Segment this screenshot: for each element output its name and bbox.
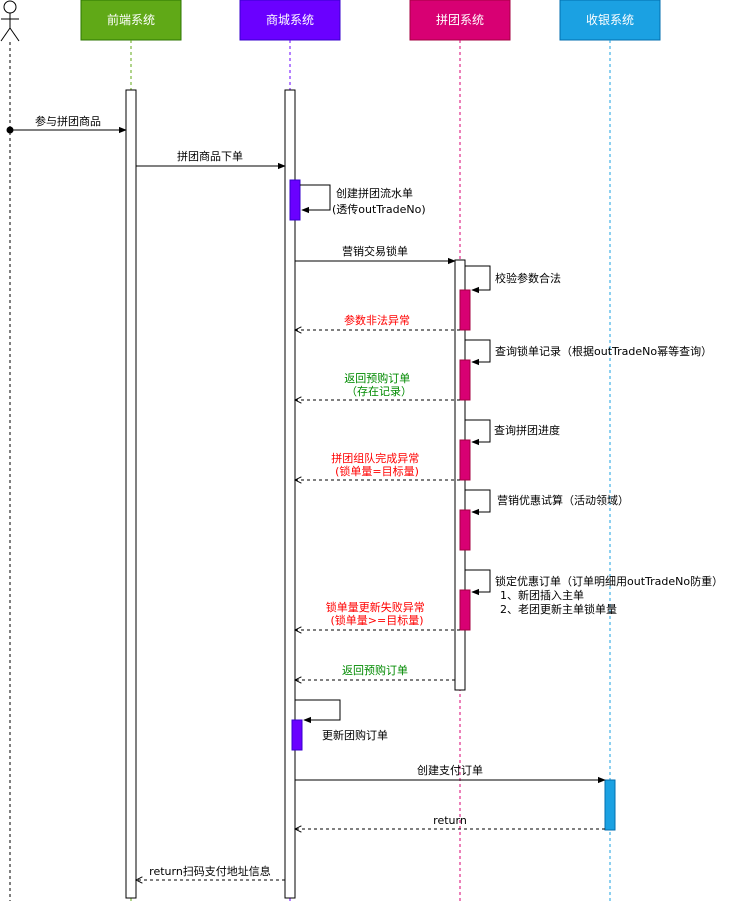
activation-cashier [604, 779, 616, 831]
participant-frontend-label: 前端系统 [107, 12, 155, 27]
message-create-flow-label: 创建拼团流水单 (透传outTradeNo) [332, 186, 426, 216]
activation-groupbuy-query-lock [459, 359, 471, 401]
participant-cashier: 收银系统 [559, 0, 661, 901]
participant-cashier-box [559, 0, 661, 41]
message-payment-return-label: return [433, 814, 467, 827]
participant-mall-label: 商城系统 [266, 12, 314, 27]
participant-mall-box [239, 0, 341, 41]
activation-groupbuy-trial [459, 509, 471, 551]
message-discount-trial-label: 营销优惠试算（活动领域） [497, 493, 629, 507]
message-validate-arrow [465, 265, 491, 294]
stick-figure-actor-icon [0, 0, 20, 42]
message-return-preorder-exists-label: 返回预购订单 （存在记录） [344, 371, 414, 398]
message-return-preorder-label: 返回预购订单 [342, 663, 408, 677]
message-update-order-arrow [295, 699, 341, 724]
participant-groupbuy-label: 拼团系统 [436, 13, 484, 27]
message-create-payment-label: 创建支付订单 [417, 763, 483, 777]
activation-groupbuy-validate [459, 289, 471, 331]
participant-mall: 商城系统 [239, 0, 341, 901]
activation-mall [284, 89, 296, 899]
message-update-order-label: 更新团购订单 [322, 728, 388, 742]
message-join-group-label: 参与拼团商品 [35, 114, 101, 128]
message-lock-update-error-label: 锁单量更新失败异常 (锁单量>=目标量) [326, 600, 429, 627]
message-lock-discount-label: 锁定优惠订单（订单明细用outTradeNo防重） 1、新团插入主单 2、老团更… [495, 574, 727, 616]
message-group-full-error-label: 拼团组队完成异常 (锁单量=目标量) [331, 451, 423, 478]
message-return-qr-label: return扫码支付地址信息 [149, 864, 271, 878]
participant-groupbuy: 拼团系统 [409, 0, 511, 901]
activation-groupbuy-lock-order [459, 589, 471, 631]
activation-mall-create-flow [289, 179, 301, 221]
message-query-lock-label: 查询锁单记录（根据outTradeNo幂等查询） [495, 344, 712, 358]
participant-cashier-label: 收银系统 [586, 13, 634, 27]
activation-groupbuy-progress [459, 439, 471, 481]
participant-frontend: 前端系统 [80, 0, 182, 901]
message-lock-trade-label: 营销交易锁单 [342, 244, 408, 258]
message-param-error-label: 参数非法异常 [344, 313, 410, 327]
activation-mall-update-order [291, 719, 303, 751]
message-place-order-label: 拼团商品下单 [177, 149, 243, 163]
message-query-progress-label: 查询拼团进度 [494, 423, 560, 437]
participant-frontend-box [80, 0, 182, 41]
message-validate-label: 校验参数合法 [495, 271, 561, 285]
activation-frontend [125, 89, 137, 899]
message-query-progress-arrow [465, 419, 491, 446]
message-query-lock-arrow [465, 339, 491, 366]
message-discount-trial-arrow [465, 489, 491, 516]
message-lock-discount-arrow [465, 569, 491, 596]
message-create-flow-arrow [300, 184, 331, 214]
